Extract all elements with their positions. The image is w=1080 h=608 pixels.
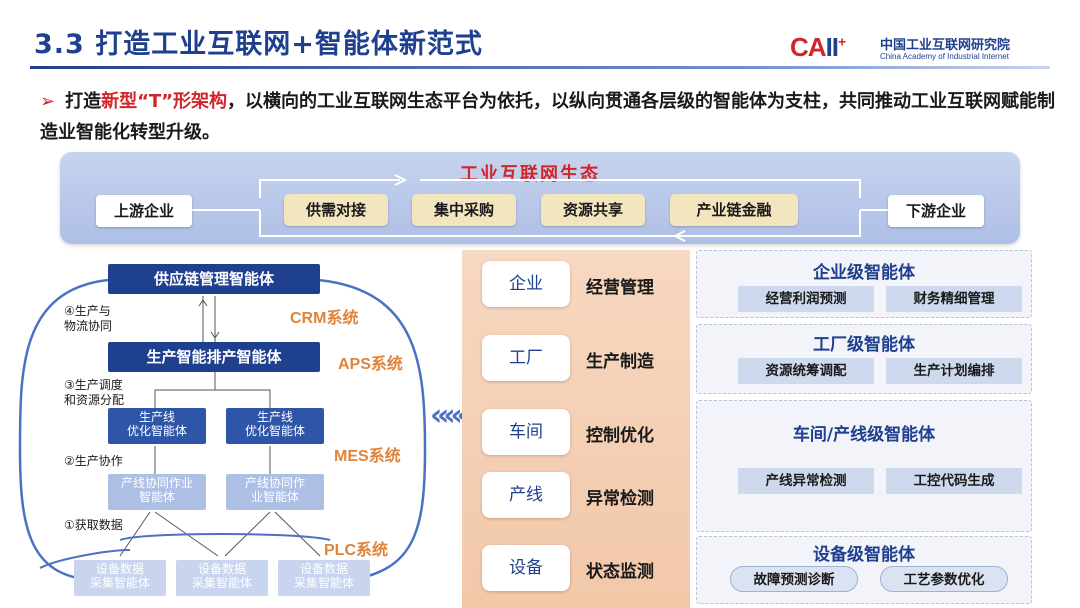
factory-agent-item: 资源统筹调配	[738, 358, 874, 384]
level-pill-factory: 工厂	[482, 335, 570, 381]
factory-agent-title: 工厂级智能体	[813, 335, 915, 355]
production-scheduling-agent: 生产智能排产智能体	[108, 342, 320, 372]
device-data-agent-c: 设备数据 采集智能体	[278, 560, 370, 596]
downstream-enterprise: 下游企业	[888, 195, 984, 227]
level-label-enterprise: 经营管理	[586, 278, 654, 298]
step-1-label: ①获取数据	[64, 518, 123, 532]
supply-chain-agent: 供应链管理智能体	[108, 264, 320, 294]
factory-agent-item: 生产计划编排	[886, 358, 1022, 384]
caii-logo: CAII+	[790, 32, 846, 62]
step-2-label: ②生产协作	[64, 454, 123, 468]
line-optimization-agent-b: 生产线 优化智能体	[226, 408, 324, 444]
eco-item: 集中采购	[412, 194, 516, 226]
device-agent-item: 故障预测诊断	[730, 566, 858, 592]
device-data-agent-b: 设备数据 采集智能体	[176, 560, 268, 596]
enterprise-agent-item: 经营利润预测	[738, 286, 874, 312]
step-4-label: ④生产与 物流协同	[64, 304, 113, 333]
eco-item: 资源共享	[541, 194, 645, 226]
line-collab-agent-a: 产线协同作业 智能体	[108, 474, 206, 510]
level-label-device: 状态监测	[586, 562, 654, 582]
workshop-agent-panel	[696, 400, 1032, 532]
ecosystem-flow-lines	[190, 174, 890, 242]
device-agent-title: 设备级智能体	[813, 545, 915, 565]
line-optimization-agent-a: 生产线 优化智能体	[108, 408, 206, 444]
step-3-label: ③生产调度 和资源分配	[64, 378, 125, 407]
bullet-text-before: 打造	[65, 91, 102, 112]
enterprise-agent-item: 财务精细管理	[886, 286, 1022, 312]
header-divider	[30, 66, 1050, 69]
level-pill-line: 产线	[482, 472, 570, 518]
eco-item: 产业链金融	[670, 194, 798, 226]
eco-item: 供需对接	[284, 194, 388, 226]
mes-system-label: MES系统	[334, 448, 401, 465]
level-label-line: 异常检测	[586, 489, 654, 509]
crm-system-label: CRM系统	[290, 310, 359, 327]
level-label-workshop: 控制优化	[586, 426, 654, 446]
plc-system-label: PLC系统	[324, 542, 389, 559]
level-pill-enterprise: 企业	[482, 261, 570, 307]
enterprise-agent-title: 企业级智能体	[813, 263, 915, 283]
workshop-agent-title: 车间/产线级智能体	[792, 425, 936, 445]
agent-hierarchy-connectors	[18, 278, 427, 582]
logo-english-name: China Academy of Industrial Internet	[880, 52, 1009, 61]
level-label-factory: 生产制造	[586, 352, 654, 372]
logo-chinese-name: 中国工业互联网研究院	[880, 38, 1011, 53]
bullet-highlight: 新型“T”形架构	[101, 91, 228, 112]
device-data-agent-a: 设备数据 采集智能体	[74, 560, 166, 596]
device-agent-item: 工艺参数优化	[880, 566, 1008, 592]
workshop-agent-item: 工控代码生成	[886, 468, 1022, 494]
page-title: 3.3 打造工业互联网+智能体新范式	[34, 29, 483, 60]
upstream-enterprise: 上游企业	[96, 195, 192, 227]
bullet-arrow-icon: ➢	[40, 91, 56, 112]
bullet-text-after: ，以横向的工业互联网生态平台为依托，以纵向贯通各层级的智能体为支柱，共同推动工业…	[40, 91, 1056, 143]
aps-system-label: APS系统	[338, 356, 403, 373]
intro-bullet: ➢ 打造新型“T”形架构，以横向的工业互联网生态平台为依托，以纵向贯通各层级的智能…	[40, 86, 1060, 148]
level-pill-device: 设备	[482, 545, 570, 591]
workshop-agent-item: 产线异常检测	[738, 468, 874, 494]
level-pill-workshop: 车间	[482, 409, 570, 455]
line-collab-agent-b: 产线协同作 业智能体	[226, 474, 324, 510]
